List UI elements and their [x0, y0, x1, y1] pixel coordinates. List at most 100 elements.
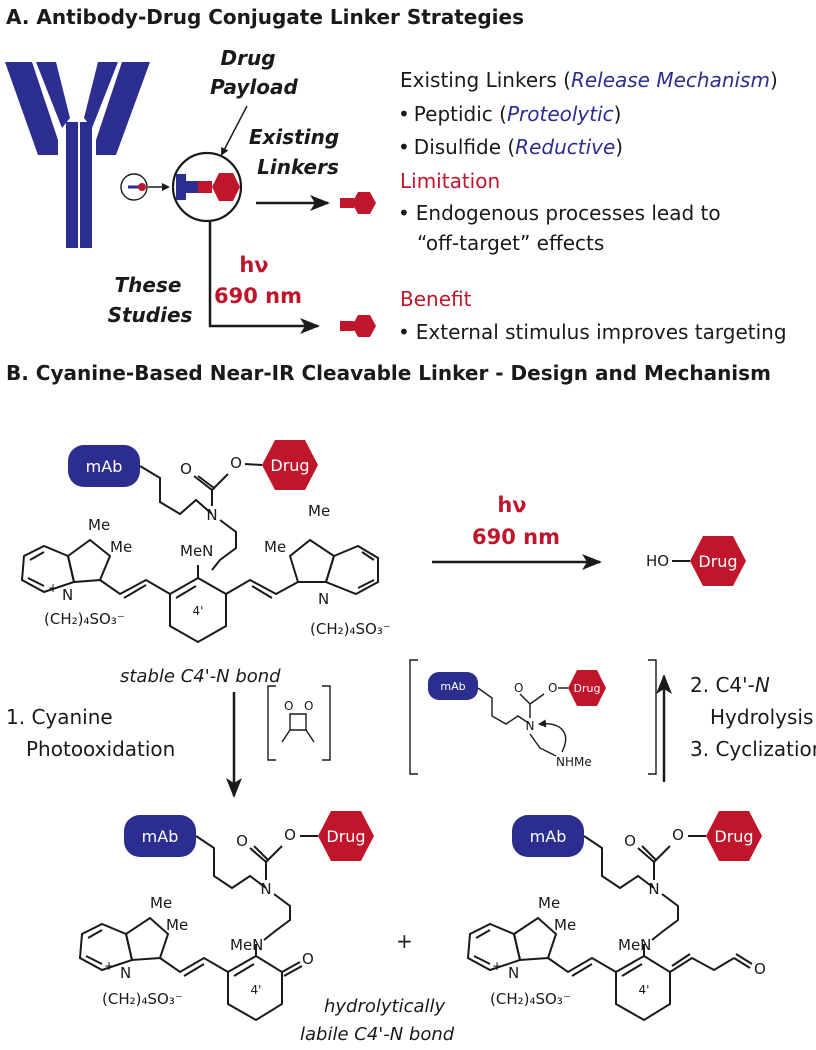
carbamate-n-3: N — [648, 880, 659, 898]
labile-bond-label-2: labile C4'-N bond — [300, 1024, 455, 1045]
these-studies-label: These — [115, 273, 182, 297]
cyclization-intermediate: mAb N O O Drug NHMe — [409, 659, 657, 775]
indolium-n-2: N — [120, 964, 131, 982]
me-label-8: Me — [554, 916, 576, 934]
step3-label: 3. Cyclization — [690, 737, 816, 761]
mab-badge — [68, 445, 140, 487]
nucleophilic-attack-arrow — [538, 719, 567, 753]
benefit-label: Benefit — [400, 287, 472, 311]
ketone-product-structure: mAb Drug N O O MeN O 4' N + Me Me (CH₂)₄… — [78, 811, 374, 1022]
aldehyde-product-structure: mAb Drug N O O MeN 4' O N + Me Me (CH₂)₄… — [466, 811, 766, 1022]
aldehyde-o: O — [754, 960, 766, 978]
mab-badge-3 — [512, 815, 584, 857]
me-label-1: Me — [88, 516, 110, 534]
wavelength-label-b: 690 nm — [472, 525, 560, 549]
conjugation-site-icon — [120, 173, 170, 201]
c4-label-2: 4' — [251, 983, 262, 997]
free-drug: HO Drug — [646, 536, 746, 586]
mab-badge-small — [428, 672, 478, 700]
magnified-linker-icon — [171, 151, 243, 223]
me-label-3: Me — [308, 502, 330, 520]
hydroxyl-label: HO — [646, 552, 669, 570]
plus-sign: + — [396, 929, 413, 953]
existing-linkers-label-2: Linkers — [257, 155, 339, 179]
stable-bond-label: stable C4'-N bond — [120, 666, 281, 687]
sulfonate-right: (CH₂)₄SO₃⁻ — [310, 620, 391, 638]
men-label-2: MeN — [230, 936, 263, 954]
dioxetane-o2: O — [304, 699, 313, 713]
drug-hexagon — [262, 440, 318, 490]
carbamate-n: N — [206, 506, 217, 524]
ester-o-2: O — [284, 826, 296, 844]
me-label-5: Me — [150, 894, 172, 912]
mab-label: mAb — [86, 457, 123, 476]
limitation-text-2: “off-target” effects — [417, 231, 604, 255]
section-b-title: B. Cyanine-Based Near-IR Cleavable Linke… — [6, 361, 771, 385]
dioxetane-intermediate: O O — [267, 685, 331, 761]
drug-label: Drug — [270, 456, 309, 475]
step2-label: 2. C4'-N — [690, 673, 770, 697]
sulfonate-3: (CH₂)₄SO₃⁻ — [490, 990, 571, 1008]
step1-label: 1. Cyanine — [6, 705, 113, 729]
intermediate-o1: O — [514, 681, 523, 695]
drug-label-2: Drug — [326, 827, 365, 846]
bullet-disulfide: •Disulfide (Reductive) — [398, 135, 623, 159]
these-studies-label-2: Studies — [108, 303, 193, 327]
mab-label-2: mAb — [142, 827, 179, 846]
mab-label-small: mAb — [440, 680, 465, 693]
benefit-text: •External stimulus improves targeting — [398, 320, 787, 344]
cation-plus-3: + — [492, 959, 502, 973]
hv-label-b: hν — [497, 493, 526, 517]
drug-hexagon-2 — [318, 811, 374, 861]
intermediate-n: N — [526, 719, 535, 733]
indolium-n-3: N — [508, 964, 519, 982]
ketone-o: O — [302, 950, 314, 968]
hv-label-a: hν — [239, 253, 268, 277]
intermediate-drug-hexagon — [568, 670, 606, 706]
cation-plus-2: + — [104, 959, 114, 973]
carbonyl-o: O — [180, 460, 192, 478]
existing-linkers-label: Existing — [249, 125, 339, 149]
mab-badge-2 — [124, 815, 196, 857]
c4-label: 4' — [193, 604, 204, 618]
free-drug-hexagon — [690, 536, 746, 586]
carbonyl-o-2: O — [236, 832, 248, 850]
step1-label-2: Photooxidation — [26, 737, 175, 761]
me-label-4: Me — [264, 538, 286, 556]
cyanine-adc-structure: mAb Drug N O O MeN 4' N + Me Me — [20, 440, 391, 644]
step2-label-2: Hydrolysis — [710, 705, 813, 729]
antibody-icon — [5, 62, 150, 248]
men-label: MeN — [180, 542, 213, 560]
nhme-label: NHMe — [556, 755, 592, 769]
intermediate-o2: O — [548, 681, 557, 695]
me-label-2: Me — [110, 538, 132, 556]
sulfonate-left: (CH₂)₄SO₃⁻ — [44, 610, 125, 628]
carbamate-n-2: N — [260, 880, 271, 898]
drug-hexagon-3 — [706, 811, 762, 861]
sulfonate-2: (CH₂)₄SO₃⁻ — [102, 990, 183, 1008]
wavelength-label-a: 690 nm — [214, 284, 302, 308]
existing-linkers-header: Existing Linkers (Release Mechanism) — [400, 68, 778, 92]
payload-pointer-arrow — [221, 105, 248, 156]
limitation-text: •Endogenous processes lead to — [398, 201, 721, 225]
labile-bond-label: hydrolytically — [324, 996, 446, 1017]
released-drug-icon-2 — [340, 315, 376, 337]
drug-label-3: Drug — [714, 827, 753, 846]
released-drug-icon — [340, 192, 376, 214]
drug-payload-label: Drug — [220, 46, 275, 70]
ester-o: O — [230, 454, 242, 472]
light-release-arrow — [208, 222, 320, 334]
drug-payload-label-2: Payload — [210, 75, 298, 99]
dioxetane-o1: O — [284, 699, 293, 713]
mab-label-3: mAb — [530, 827, 567, 846]
me-label-6: Me — [166, 916, 188, 934]
men-label-3: MeN — [618, 936, 651, 954]
limitation-label: Limitation — [400, 169, 500, 193]
me-label-7: Me — [538, 894, 560, 912]
c4-label-3: 4' — [639, 983, 650, 997]
indoline-n: N — [318, 590, 329, 608]
ester-o-3: O — [672, 826, 684, 844]
carbonyl-o-3: O — [624, 832, 636, 850]
indolium-n: N — [62, 586, 73, 604]
